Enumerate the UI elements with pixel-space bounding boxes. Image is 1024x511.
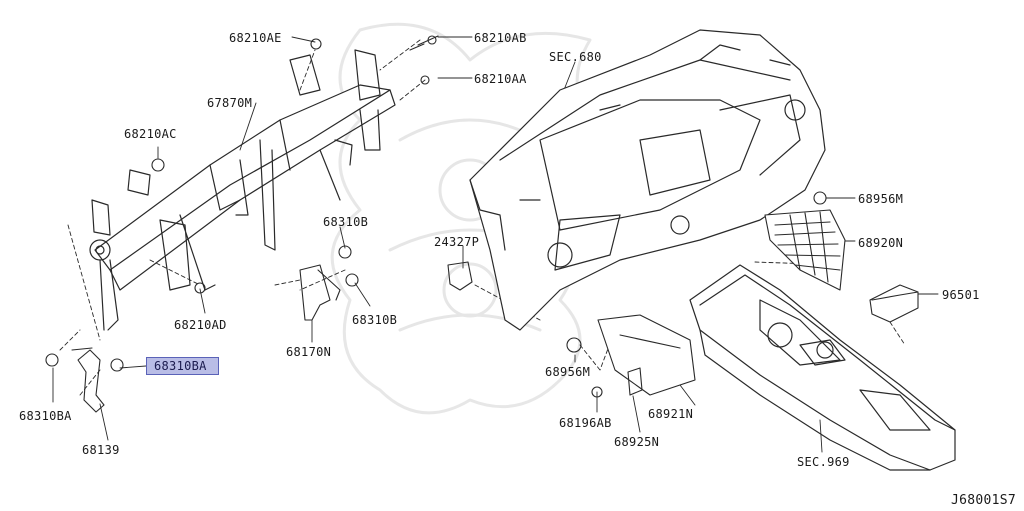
label-sec-680[interactable]: SEC.680 (549, 50, 602, 64)
label-68170N[interactable]: 68170N (286, 345, 332, 359)
label-68920N[interactable]: 68920N (858, 236, 904, 250)
label-68956M-left[interactable]: 68956M (545, 365, 591, 379)
highlight-box (146, 357, 219, 375)
fasteners (45, 35, 827, 398)
label-68210AA[interactable]: 68210AA (474, 72, 527, 86)
label-24327P[interactable]: 24327P (434, 235, 480, 249)
label-68310BA[interactable]: 68310BA (19, 409, 72, 423)
label-68139[interactable]: 68139 (82, 443, 120, 457)
side-cover-68921N (597, 314, 696, 396)
bracket-68170N (299, 264, 341, 321)
label-68210AC[interactable]: 68210AC (124, 127, 177, 141)
label-68925N[interactable]: 68925N (614, 435, 660, 449)
label-sec-969[interactable]: SEC.969 (797, 455, 850, 469)
label-68196AB[interactable]: 68196AB (559, 416, 612, 430)
label-68310B-bottom[interactable]: 68310B (352, 313, 398, 327)
diagram-reference-id: J68001S7 (950, 493, 1016, 508)
label-68921N[interactable]: 68921N (648, 407, 694, 421)
label-68310BA-highlighted[interactable]: 68310BA (154, 359, 207, 373)
label-68956M-right[interactable]: 68956M (858, 192, 904, 206)
steering-member (89, 49, 396, 331)
label-68210AE[interactable]: 68210AE (229, 31, 282, 45)
label-68210AD[interactable]: 68210AD (174, 318, 227, 332)
bracket-68139 (71, 347, 105, 413)
label-96501[interactable]: 96501 (942, 288, 980, 302)
label-68310B-top[interactable]: 68310B (323, 215, 369, 229)
console-box (689, 264, 956, 471)
pocket-96501 (869, 284, 919, 323)
clip-24327P (447, 261, 473, 291)
instrument-panel (469, 29, 826, 331)
label-68210AB[interactable]: 68210AB (474, 31, 527, 45)
label-67870M[interactable]: 67870M (207, 96, 253, 110)
finisher-68920N (764, 209, 846, 291)
